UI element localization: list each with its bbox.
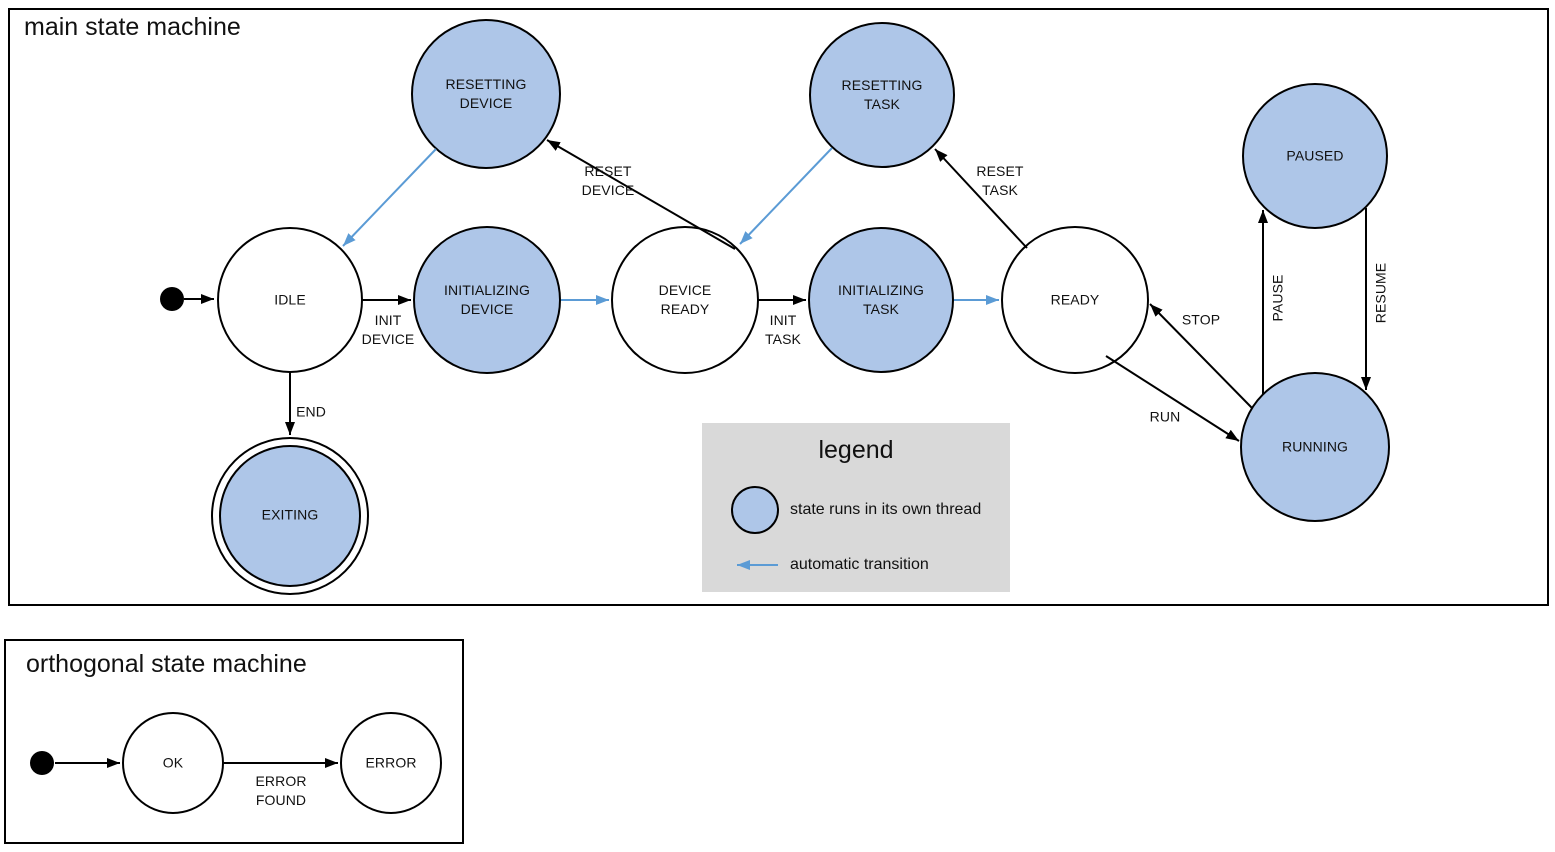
orthogonal-panel-title: orthogonal state machine (26, 650, 307, 678)
legend-automatic-transition-label: automatic transition (790, 556, 929, 573)
legend-threaded-state-label: state runs in its own thread (790, 501, 982, 518)
legend-title: legend (818, 436, 894, 464)
main-panel-title: main state machine (24, 13, 241, 41)
